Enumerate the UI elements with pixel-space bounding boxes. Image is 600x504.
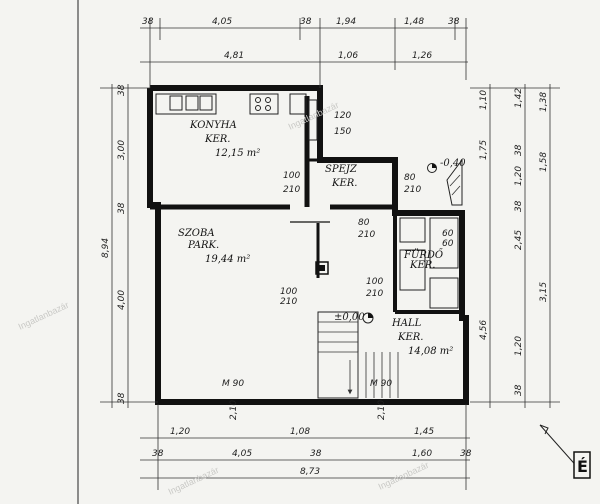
- entrance-step: [446, 158, 463, 206]
- hall-door1-height: 210: [358, 230, 375, 240]
- hall-door2-height: 210: [366, 289, 383, 299]
- bath-fixtures: [399, 217, 459, 309]
- dim-label: 3,00: [117, 140, 127, 160]
- dim-label: 38: [117, 202, 127, 214]
- level-hall: ±0,00: [334, 312, 365, 323]
- kitchen-window-height: 150: [334, 127, 351, 137]
- bath-door-width: 80: [404, 173, 416, 183]
- hall-door2-width: 100: [366, 277, 383, 287]
- dim-label: 2,10: [377, 400, 387, 420]
- living-door-height: 210: [280, 297, 297, 307]
- living-door-width: 100: [280, 287, 297, 297]
- dim-label: 1,06: [338, 51, 358, 61]
- living-label: PARK.: [187, 240, 219, 251]
- dim-label: 1,60: [412, 449, 432, 459]
- kitchen-area: 12,15 m²: [215, 148, 260, 159]
- dim-label: 1,42: [514, 88, 524, 108]
- chimney: [315, 261, 329, 275]
- north-arrow: [539, 424, 591, 479]
- north-mark-label: É: [577, 457, 588, 476]
- dim-label: 38: [514, 200, 524, 212]
- dim-label: 4,05: [232, 449, 252, 459]
- hall-area: 14,08 m²: [408, 346, 453, 357]
- dim-label: 1,26: [412, 51, 432, 61]
- dim-label: 1,08: [290, 427, 310, 437]
- level-symbol-entry: [427, 163, 437, 173]
- inner-walls: [150, 96, 462, 314]
- dim-label: 3,15: [539, 282, 549, 302]
- hall-name: HALL: [391, 318, 422, 329]
- level-entry: -0,40: [440, 158, 466, 169]
- dim-label: 1,48: [404, 17, 424, 27]
- dim-label: 4,05: [212, 17, 232, 27]
- hall-label: KER.: [397, 332, 423, 343]
- chimney-flue: [319, 265, 325, 271]
- dimension-lines: [100, 18, 560, 490]
- dim-label: 38: [460, 449, 472, 459]
- staircase: [317, 311, 399, 399]
- dim-label: 38: [448, 17, 460, 27]
- living-area: 19,44 m²: [205, 254, 250, 265]
- dim-label: 1,20: [514, 336, 524, 356]
- dims-top: 38 4,05 38 1,94 1,48 38 4,81 1,06 1,26: [142, 17, 460, 61]
- dim-label: 4,56: [479, 320, 489, 340]
- dim-label: 2,45: [514, 230, 524, 250]
- dim-label: 38: [514, 144, 524, 156]
- bath-door-height: 210: [404, 185, 421, 195]
- level-symbol-hall: [362, 312, 374, 324]
- kitchen-label: KER.: [204, 134, 230, 145]
- dim-label: 1,75: [479, 140, 489, 160]
- dim-label: 38: [300, 17, 312, 27]
- dim-label: 4,00: [117, 290, 127, 310]
- dim-label: 1,38: [539, 92, 549, 112]
- dim-label: 38: [142, 17, 154, 27]
- window-m2-label: M 90: [370, 379, 392, 389]
- dims-left: 38 3,00 38 4,00 38 8,94: [101, 84, 127, 404]
- dim-label: 4,81: [224, 51, 244, 61]
- dim-label: 38: [117, 84, 127, 96]
- pantry-door-width: 100: [283, 171, 300, 181]
- dim-label: 2,10: [229, 400, 239, 420]
- dim-total-height: 8,94: [101, 238, 111, 258]
- dim-label: 1,45: [414, 427, 434, 437]
- dim-label: 1,20: [170, 427, 190, 437]
- dim-label: 38: [310, 449, 322, 459]
- dim-label: 1,20: [514, 166, 524, 186]
- pantry-label: KER.: [331, 178, 357, 189]
- dim-total-width: 8,73: [300, 467, 320, 477]
- dim-label: 38: [117, 392, 127, 404]
- bath-label: KER.: [409, 260, 435, 271]
- living-name: SZOBA: [178, 228, 215, 239]
- dim-label: 1,10: [479, 90, 489, 110]
- dims-bottom: 1,20 2,10 1,08 2,10 1,45 38 4,05 38 1,60…: [152, 400, 472, 477]
- bath-window-height: 60: [442, 239, 454, 249]
- dim-label: 38: [514, 384, 524, 396]
- bath-window-width: 60: [442, 229, 454, 239]
- dim-label: 38: [152, 449, 164, 459]
- bath-name: FÜRDŐ: [403, 248, 443, 261]
- window-m1-label: M 90: [222, 379, 244, 389]
- dims-right: 1,10 1,75 4,56 1,42 38 1,20 38 2,45 1,20…: [479, 88, 549, 396]
- pantry-name: SPEJZ: [325, 164, 358, 175]
- dim-label: 1,94: [336, 17, 356, 27]
- kitchen-name: KONYHA: [189, 120, 237, 131]
- pantry-door-height: 210: [283, 185, 300, 195]
- kitchen-window-width: 120: [334, 111, 351, 121]
- dim-label: 1,58: [539, 152, 549, 172]
- kitchen-counter: [155, 93, 318, 141]
- hall-door1-width: 80: [358, 218, 370, 228]
